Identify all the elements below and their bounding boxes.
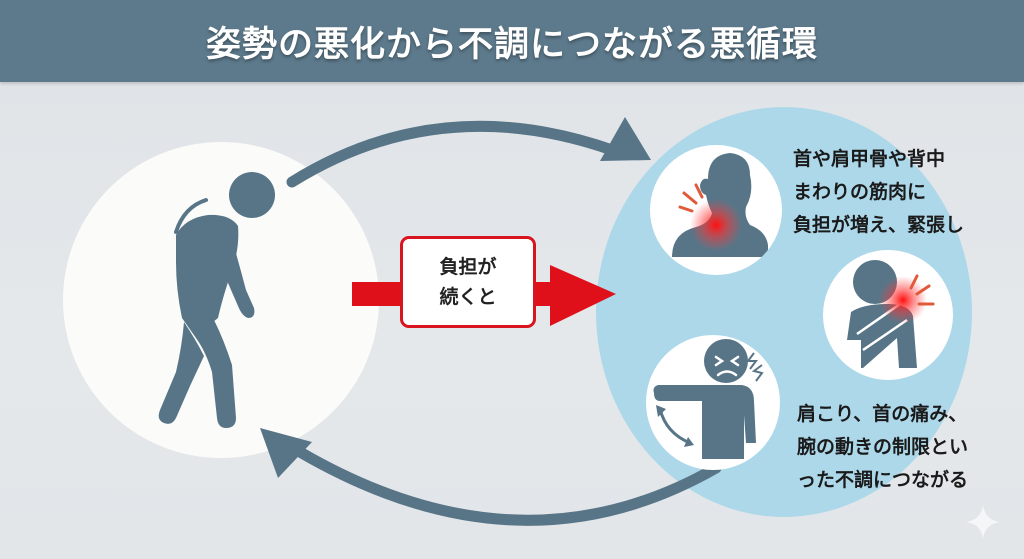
strain-description-line: 首や肩甲骨や背中 [793, 148, 946, 170]
load-label-line1: 負担が [439, 256, 497, 278]
neck-pain-circle [650, 145, 782, 275]
cycle-arrow-top-icon [286, 117, 651, 188]
page-title: 姿勢の悪化から不調につながる悪循環 [205, 24, 818, 65]
neck-pain-icon [672, 153, 768, 257]
cycle-arrow-bottom-icon [260, 428, 722, 526]
arm-movement-circle [646, 335, 780, 470]
hunched-walking-person-icon [158, 172, 275, 428]
symptoms-description-line: った不調につながる [797, 469, 969, 491]
shoulder-pain-circle [823, 250, 953, 380]
load-label-line2: 続くと [439, 286, 497, 308]
strain-description-line: まわりの筋肉に [793, 181, 927, 203]
strain-description-line: 負担が増え、緊張し [793, 214, 965, 236]
symptoms-description: 肩こり、首の痛み、 腕の動きの制限とい った不調につながる [797, 398, 968, 497]
shoulder-pain-icon [847, 260, 935, 368]
load-continues-label-box: 負担が 続くと [400, 236, 536, 328]
sparkle-icon [966, 505, 1000, 539]
symptoms-description-line: 腕の動きの制限とい [797, 436, 969, 458]
strain-description: 首や肩甲骨や背中 まわりの筋肉に 負担が増え、緊張し [793, 143, 964, 242]
title-banner: 姿勢の悪化から不調につながる悪循環 [0, 0, 1024, 82]
symptoms-description-line: 肩こり、首の痛み、 [797, 403, 968, 425]
arm-restricted-movement-icon [653, 339, 764, 459]
